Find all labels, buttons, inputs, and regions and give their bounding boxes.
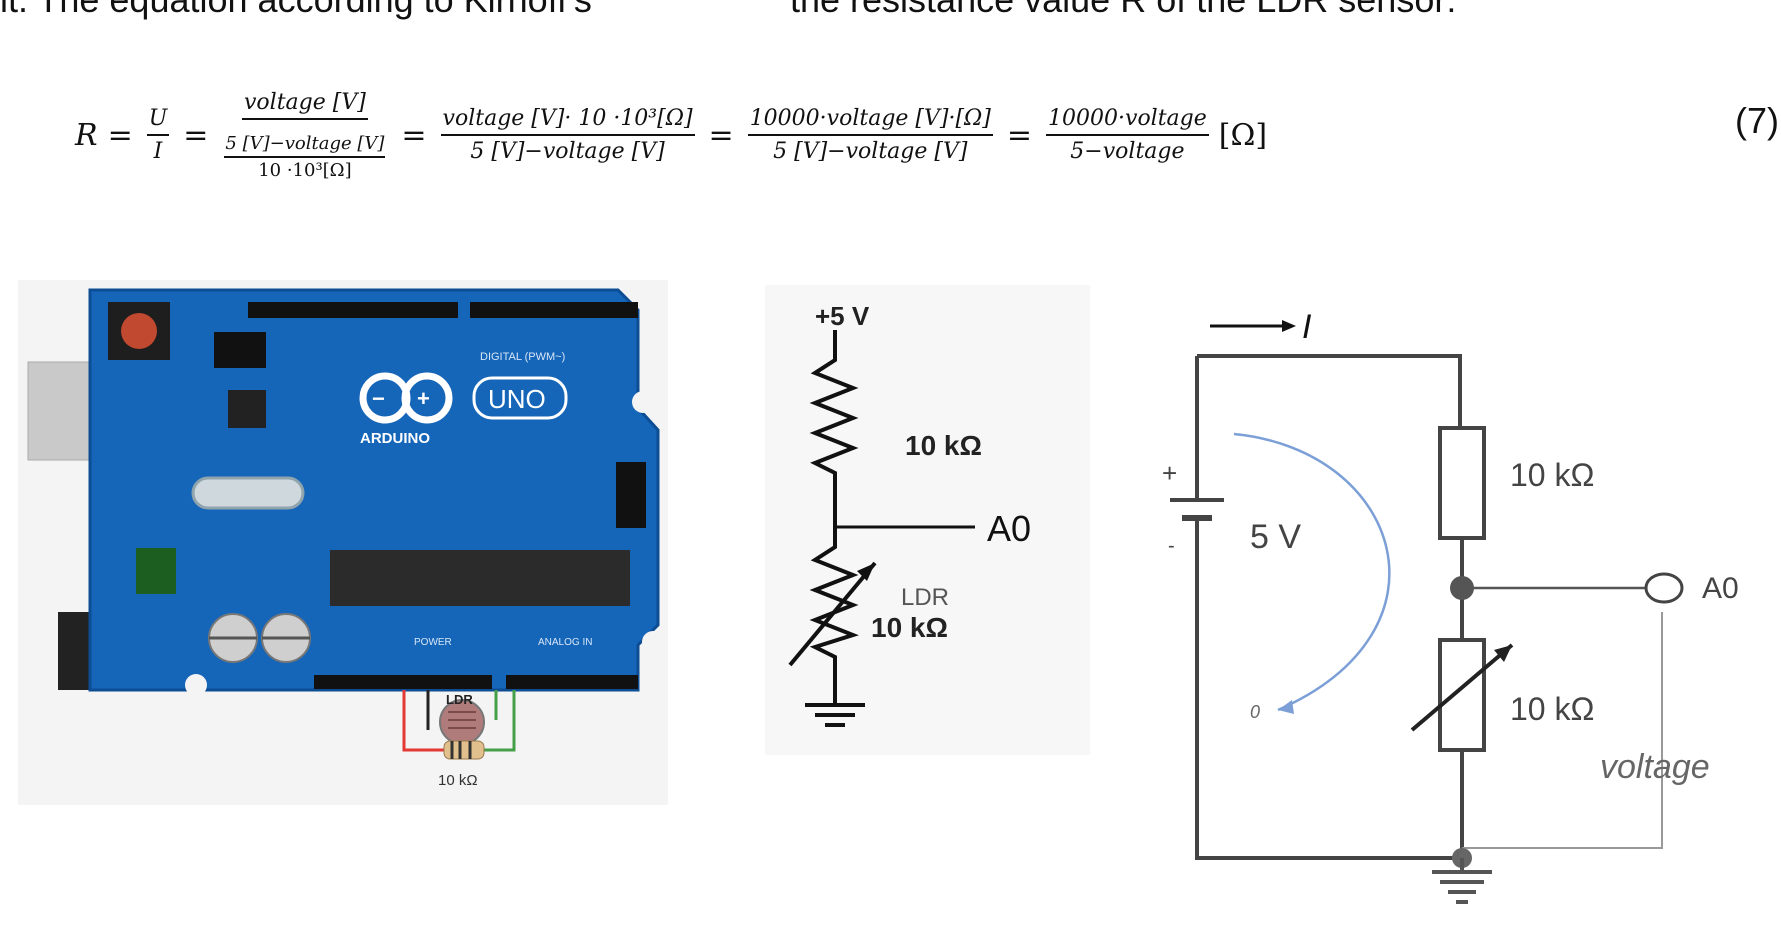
svg-text:−: − [372, 386, 385, 411]
power-label: POWER [414, 637, 452, 648]
eq-f3-denominator: 5 [V]−voltage [V] [773, 139, 968, 164]
digital-header-left [248, 302, 458, 318]
eq-fraction-2: voltage [V]· 10 ·10³[Ω] 5 [V]−voltage [V… [440, 106, 695, 164]
eq-f4-denominator: 5−voltage [1070, 139, 1185, 164]
voltage-label: voltage [1600, 748, 1710, 786]
atmega-chip [330, 550, 630, 606]
paragraph-fragment-right: the resistance value R of the LDR sensor… [790, 0, 1456, 24]
uno-badge [472, 376, 568, 420]
bottom-wire [1195, 562, 1460, 860]
ldr-label: LDR [446, 692, 473, 707]
equation-7: R = U I = voltage [V] 5 [V]−voltage [V] … [75, 60, 1267, 210]
current-label: I [1302, 308, 1312, 346]
wire-green [484, 690, 516, 752]
crystal-oscillator [191, 476, 305, 510]
analog-header [506, 675, 638, 689]
eq-fraction-4: 10000·voltage 5−voltage [1046, 106, 1209, 164]
eq-f2-numerator: voltage [V]· 10 ·10³[Ω] [440, 106, 695, 136]
mount-hole [185, 674, 207, 696]
fixed-resistor-label: 10 kΩ [905, 430, 982, 461]
battery-minus: - [1168, 535, 1175, 557]
digital-header-right [470, 302, 638, 318]
eq-fraction-3: 10000·voltage [V]·[Ω] 5 [V]−voltage [V] [747, 106, 993, 164]
usb-chip [228, 390, 266, 428]
source-label: 5 V [1250, 518, 1301, 556]
icsp-header-top [214, 332, 266, 368]
top-resistor-label: 10 kΩ [1510, 457, 1594, 493]
mount-hole [642, 631, 664, 653]
eq-u: U [146, 106, 170, 136]
ldr-resistor [809, 527, 859, 705]
variable-arrow [1410, 643, 1514, 732]
eq-f2-denominator: 5 [V]−voltage [V] [470, 139, 665, 164]
equation-number: (7) [1735, 100, 1779, 141]
eq-equals: = [401, 117, 427, 153]
loop-label: 0 [1250, 702, 1260, 722]
output-label: A0 [1702, 572, 1739, 605]
resistor-label: 10 kΩ [438, 772, 478, 789]
divider-schematic: +5 V 10 kΩ A0 LDR 10 kΩ [765, 285, 1090, 755]
variable-arrow [788, 561, 877, 667]
eq-f1-numerator: voltage [V] [241, 90, 368, 120]
eq-equals: = [183, 117, 209, 153]
battery-plus: + [1162, 458, 1177, 488]
wire-red [402, 690, 444, 752]
arduino-uno-figure: DIGITAL (PWM~) − + UNO ARDUINO POWER ANA… [18, 280, 668, 805]
output-label: A0 [987, 508, 1031, 549]
top-resistor [1438, 426, 1486, 540]
arduino-logo: − + [359, 372, 453, 424]
digital-label: DIGITAL (PWM~) [480, 351, 565, 363]
kirchhoff-schematic: I + - 5 V 0 10 kΩ A0 10 kΩ voltage [1162, 308, 1739, 904]
arduino-logo-text: ARDUINO [360, 430, 430, 447]
eq-f1-den-denominator: 10 ·10³[Ω] [258, 159, 352, 181]
fixed-resistor [809, 330, 859, 527]
eq-u-over-i: U I [146, 106, 170, 164]
eq-lhs: R [75, 117, 98, 153]
eq-unit: [Ω] [1218, 117, 1268, 153]
eq-f3-numerator: 10000·voltage [V]·[Ω] [747, 106, 993, 136]
reset-button-cap [121, 313, 157, 349]
power-header [314, 675, 492, 689]
supply-label: +5 V [815, 301, 870, 331]
ground-symbol [1432, 858, 1492, 904]
eq-fraction-1: voltage [V] 5 [V]−voltage [V] 10 ·10³[Ω] [222, 90, 387, 181]
top-wire [1197, 354, 1462, 428]
voltage-measurement-line [1462, 612, 1663, 849]
eq-i: I [153, 139, 163, 164]
schematic-background [765, 285, 1090, 755]
mount-hole [632, 391, 654, 413]
analog-label: ANALOG IN [538, 637, 592, 648]
bottom-resistor-label: 10 kΩ [1510, 691, 1594, 727]
ldr-value-label: 10 kΩ [871, 612, 948, 643]
ground-symbol [805, 703, 865, 727]
eq-f4-numerator: 10000·voltage [1046, 106, 1209, 136]
paragraph-fragment-left: uit. The equation according to Kirhoff's [0, 0, 592, 24]
uno-text: UNO [488, 384, 546, 414]
eq-equals: = [708, 117, 734, 153]
ldr-label: LDR [901, 584, 949, 611]
eq-equals: = [1006, 117, 1033, 153]
ldr-variable-resistor [1438, 638, 1486, 752]
eq-f1-den-numerator: 5 [V]−voltage [V] [224, 133, 386, 158]
resistor [443, 740, 485, 760]
eq-equals: = [107, 117, 133, 153]
icsp-header-right [616, 462, 646, 528]
svg-text:+: + [417, 386, 430, 411]
voltage-regulator [136, 548, 176, 594]
arduino-board [88, 288, 660, 692]
mesh-loop-arrow [1233, 432, 1391, 712]
output-terminal [1644, 572, 1684, 604]
